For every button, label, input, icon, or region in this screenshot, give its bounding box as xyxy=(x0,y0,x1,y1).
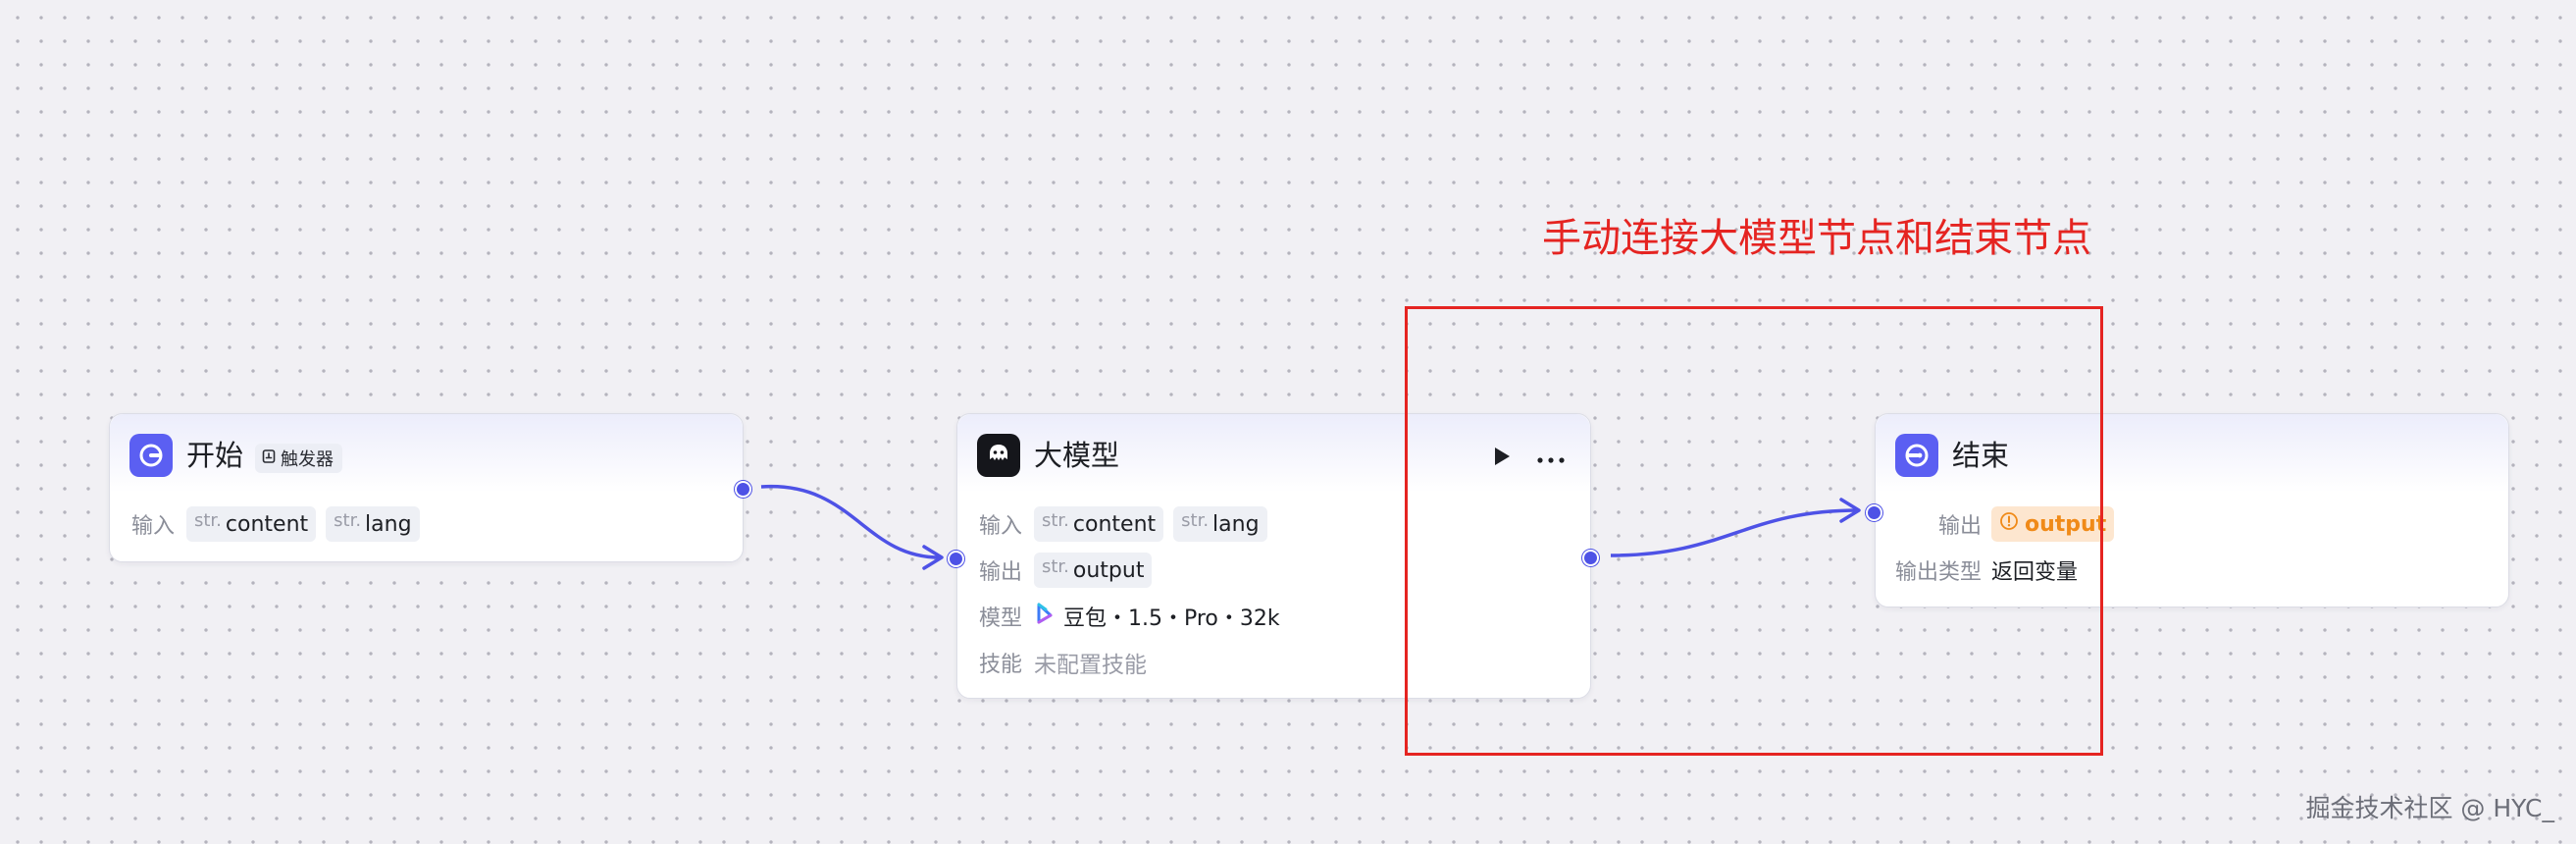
more-dots-icon xyxy=(1536,449,1566,468)
llm-output-tag[interactable]: str. output xyxy=(1034,553,1153,588)
annotation-box xyxy=(1405,306,2103,756)
start-flow-icon xyxy=(129,434,173,477)
llm-output-port[interactable] xyxy=(1582,550,1599,566)
more-button[interactable] xyxy=(1534,442,1568,475)
end-node[interactable]: 结束 输出 output 输出类型 返回变量 xyxy=(1875,413,2509,607)
skill-value: 未配置技能 xyxy=(1034,653,1147,678)
var-name: output xyxy=(1072,557,1145,583)
watermark: 掘金技术社区 @ HYC_ xyxy=(2305,794,2554,822)
start-node[interactable]: 开始 触发器 输入 str. content str. lang xyxy=(109,413,744,562)
llm-node-title: 大模型 xyxy=(1034,439,1120,472)
model-selector[interactable]: 豆包・1.5・Pro・32k xyxy=(1034,601,1280,632)
play-icon xyxy=(1491,445,1513,472)
edge-start-to-llm[interactable] xyxy=(760,485,941,559)
llm-model-row: 模型 豆包・1.5・Pro・32k xyxy=(979,598,1280,635)
llm-input-port[interactable] xyxy=(948,551,964,567)
var-type: str. xyxy=(1042,555,1069,577)
end-output-tag[interactable]: output xyxy=(1991,506,2115,542)
llm-input-row: 输入 str. content str. lang xyxy=(979,505,1267,543)
llm-input-label: 输入 xyxy=(979,514,1023,539)
var-type: str. xyxy=(194,509,222,531)
var-name: lang xyxy=(365,511,412,537)
llm-output-label: 输出 xyxy=(979,560,1023,585)
start-node-header xyxy=(110,414,743,493)
start-node-title: 开始 xyxy=(186,439,244,472)
end-output-name: output xyxy=(2025,511,2107,537)
trigger-badge[interactable]: 触发器 xyxy=(255,444,342,473)
llm-input-tag[interactable]: str. content xyxy=(1034,506,1164,542)
llm-skill-row: 技能 未配置技能 xyxy=(979,644,1147,681)
llm-node[interactable]: 大模型 输入 str. content str. lan xyxy=(956,413,1591,699)
start-input-tag[interactable]: str. lang xyxy=(326,506,420,542)
llm-input-tag[interactable]: str. lang xyxy=(1173,506,1267,542)
annotation-text: 手动连接大模型节点和结束节点 xyxy=(1542,216,2091,261)
end-flow-icon xyxy=(1895,434,1938,477)
end-output-type-value: 返回变量 xyxy=(1991,560,2079,585)
var-name: content xyxy=(1072,511,1157,537)
start-input-label: 输入 xyxy=(131,514,176,539)
llm-node-header xyxy=(957,414,1590,493)
end-output-type-label: 输出类型 xyxy=(1894,560,1982,585)
end-output-row: 输出 output xyxy=(1876,505,2115,543)
start-input-tag[interactable]: str. content xyxy=(186,506,317,542)
trigger-badge-label: 触发器 xyxy=(281,449,334,470)
end-node-title: 结束 xyxy=(1952,439,2010,472)
llm-skill-label: 技能 xyxy=(979,653,1023,677)
end-output-label: 输出 xyxy=(1937,514,1982,539)
end-output-type-row: 输出类型 返回变量 xyxy=(1876,552,2078,589)
doubao-logo-icon xyxy=(1034,602,1056,631)
model-name: 豆包・1.5・Pro・32k xyxy=(1063,607,1280,631)
start-input-row: 输入 str. content str. lang xyxy=(131,505,420,543)
llm-robot-icon xyxy=(977,434,1020,477)
end-input-port[interactable] xyxy=(1866,504,1882,521)
warning-circle-icon xyxy=(1999,511,2019,537)
end-node-header xyxy=(1876,414,2508,493)
llm-model-label: 模型 xyxy=(979,607,1023,631)
start-output-port[interactable] xyxy=(735,481,751,498)
llm-output-row: 输出 str. output xyxy=(979,552,1153,589)
run-button[interactable] xyxy=(1485,442,1519,475)
var-name: content xyxy=(225,511,309,537)
var-type: str. xyxy=(334,509,362,531)
var-type: str. xyxy=(1042,509,1069,531)
trigger-icon xyxy=(261,448,277,469)
var-name: lang xyxy=(1212,511,1260,537)
var-type: str. xyxy=(1181,509,1210,531)
edge-arrowhead-llm xyxy=(922,545,944,570)
